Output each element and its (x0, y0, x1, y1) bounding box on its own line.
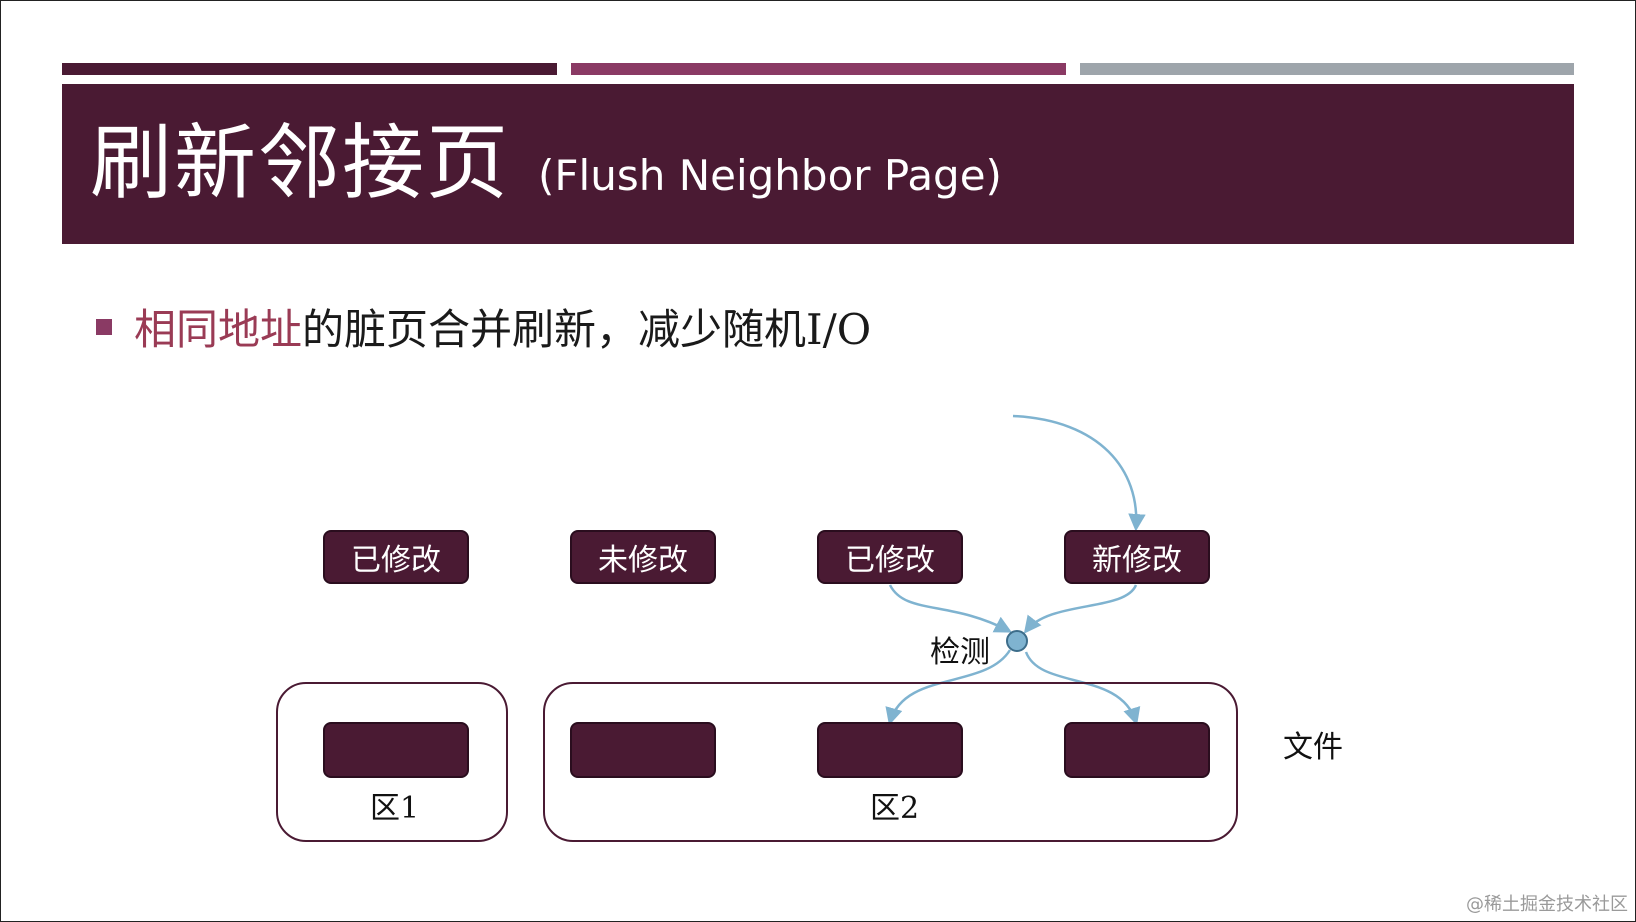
check-label: 检测 (930, 635, 990, 670)
slide-title: 刷新邻接页 (90, 116, 511, 211)
decor-bar-accent (571, 63, 1066, 75)
arrow-check-to-left (885, 649, 1012, 726)
file-label: 文件 (1283, 730, 1343, 765)
decor-bar-gray (1080, 63, 1574, 75)
check-node (1006, 630, 1028, 652)
arrow-check-to-right (1024, 651, 1141, 726)
state-box-2: 未修改 (570, 530, 716, 584)
zone-2-label: 区2 (870, 791, 920, 826)
arrow-incoming (1012, 414, 1146, 532)
page-block (1064, 722, 1210, 778)
bullet-highlight: 相同地址 (134, 305, 303, 354)
state-box-3: 已修改 (817, 530, 963, 584)
bullet-text: 相同地址的脏页合并刷新，减少随机I/O (134, 296, 871, 357)
arrow-right-to-check (1023, 584, 1138, 634)
decor-bar-dark (62, 63, 557, 75)
page-block (323, 722, 469, 778)
zone-2 (543, 682, 1238, 842)
bullet-square-icon (96, 318, 112, 335)
state-box-1: 已修改 (323, 530, 469, 584)
arrow-left-to-check (888, 584, 1013, 633)
zone-1 (276, 682, 508, 842)
bullet-point: 相同地址的脏页合并刷新，减少随机I/O (96, 296, 871, 357)
bullet-rest: 的脏页合并刷新，减少随机I/O (302, 305, 872, 354)
slide-subtitle: (Flush Neighbor Page) (538, 150, 1002, 200)
watermark: @稀土掘金技术社区 (1466, 894, 1628, 915)
page-block (817, 722, 963, 778)
page-block (570, 722, 716, 778)
zone-1-label: 区1 (370, 791, 420, 826)
state-box-4: 新修改 (1064, 530, 1210, 584)
title-band: 刷新邻接页 (Flush Neighbor Page) (62, 84, 1574, 244)
